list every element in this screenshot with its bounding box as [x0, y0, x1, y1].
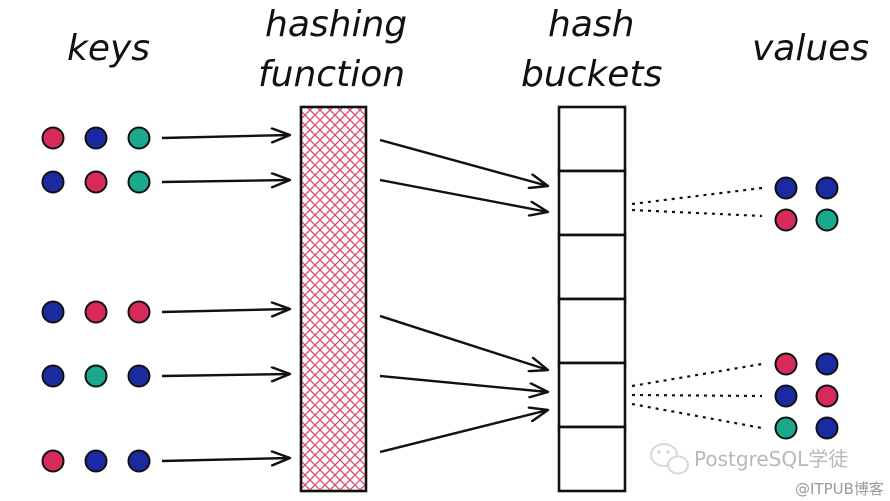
value-dot-red: [815, 384, 839, 408]
hash-bucket: [557, 361, 627, 429]
hash-buckets: [557, 105, 627, 493]
key-dot-blue: [84, 126, 108, 150]
value-link: [631, 362, 763, 388]
key-arrow: [161, 135, 290, 138]
hash-bucket: [557, 233, 627, 301]
key-dot-teal: [84, 364, 108, 388]
value-dot-blue: [815, 176, 839, 200]
key-arrow: [161, 374, 290, 376]
value-dot-blue: [815, 352, 839, 376]
hash-bucket: [557, 425, 627, 493]
hash-arrow: [379, 374, 548, 392]
key-dot-blue: [41, 364, 65, 388]
value-dot-blue: [815, 416, 839, 440]
key-dots: [41, 126, 151, 473]
value-link: [631, 402, 763, 430]
hash-buckets-header-line2: buckets: [521, 54, 662, 95]
key-dot-red: [41, 449, 65, 473]
value-dot-teal: [774, 416, 798, 440]
value-link: [631, 208, 763, 218]
key-dot-blue: [84, 449, 108, 473]
value-dot-teal: [815, 208, 839, 232]
value-dot-blue: [774, 384, 798, 408]
value-link: [631, 393, 763, 398]
key-dot-red: [84, 170, 108, 194]
key-dot-blue: [41, 300, 65, 324]
key-arrow: [161, 309, 290, 312]
key-dot-red: [84, 300, 108, 324]
watermark-brand: PostgreSQL学徒: [694, 447, 848, 471]
value-links: [631, 186, 763, 430]
wechat-logo: [650, 443, 689, 475]
key-dot-blue: [41, 170, 65, 194]
key-arrow: [161, 180, 290, 182]
key-dot-red: [127, 300, 151, 324]
hash-bucket: [557, 169, 627, 237]
values-header: values: [752, 28, 869, 69]
value-dot-red: [774, 352, 798, 376]
key-dot-red: [41, 126, 65, 150]
hash-arrow: [379, 314, 548, 370]
hashing-function-box: [299, 105, 368, 493]
value-dots: [774, 176, 839, 440]
hash-buckets-header-line1: hash: [548, 4, 634, 45]
hash-arrow: [379, 410, 548, 454]
value-dot-blue: [774, 176, 798, 200]
hash-bucket: [557, 105, 627, 173]
hash-arrow: [379, 138, 548, 186]
watermark-site: @ITPUB博客: [795, 480, 884, 498]
hashing-function-header-line1: hashing: [265, 4, 407, 45]
key-dot-blue: [127, 364, 151, 388]
keys-header: keys: [67, 28, 150, 69]
watermark: PostgreSQL学徒 @ITPUB博客: [650, 443, 884, 498]
key-arrow: [161, 458, 290, 461]
value-link: [631, 186, 763, 206]
bucket-arrows: [379, 138, 548, 454]
hash-bucket: [557, 297, 627, 365]
key-dot-teal: [127, 126, 151, 150]
key-dot-blue: [127, 449, 151, 473]
value-dot-red: [774, 208, 798, 232]
key-dot-teal: [127, 170, 151, 194]
key-arrows: [161, 135, 290, 461]
hashing-function-header-line2: function: [258, 54, 405, 95]
hash-arrow: [379, 178, 548, 212]
